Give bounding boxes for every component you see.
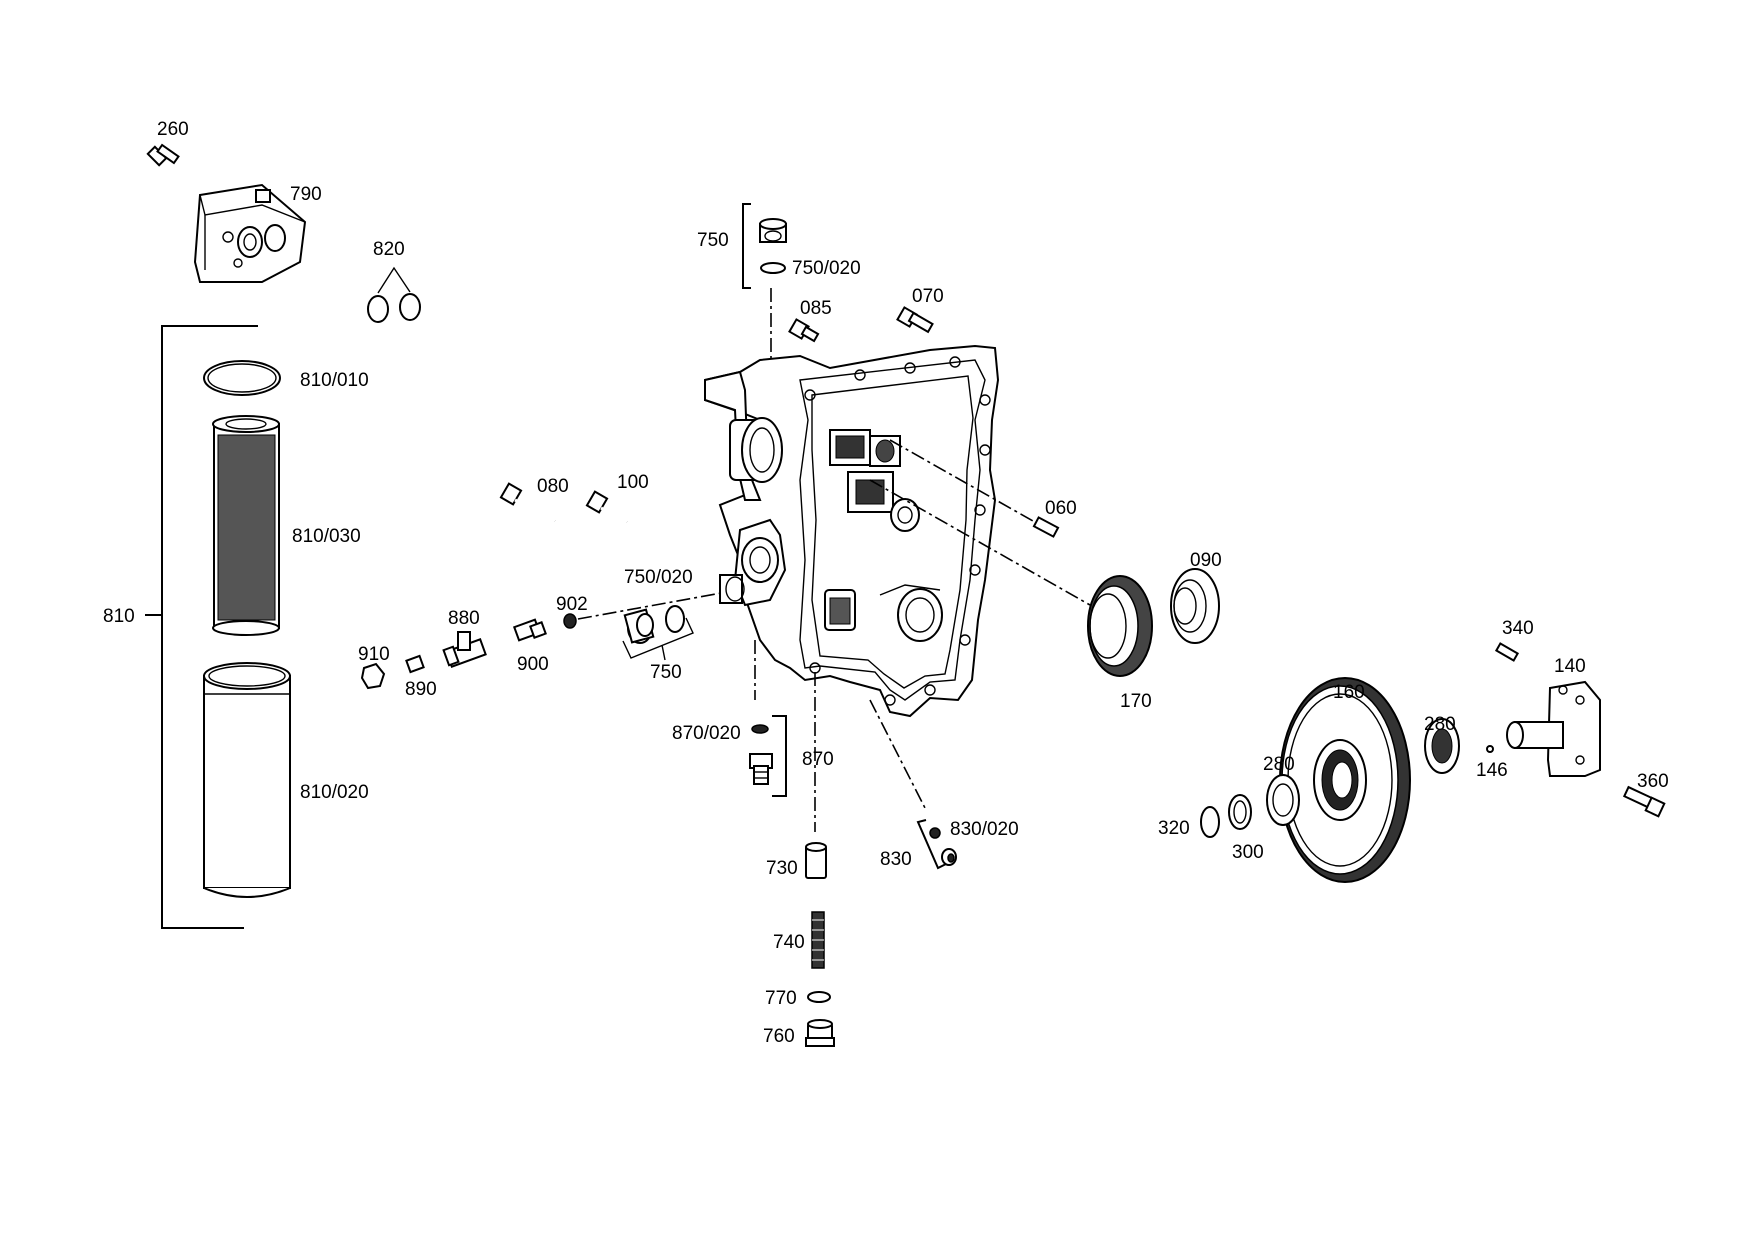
- label-790: 790: [290, 184, 322, 205]
- label-280-left: 280: [1263, 754, 1295, 775]
- label-770: 770: [765, 988, 797, 1009]
- gear-170: [1087, 575, 1153, 677]
- tee-fitting-880: [442, 631, 487, 668]
- label-760: 760: [763, 1026, 795, 1047]
- ring-902: [563, 613, 577, 629]
- bolt-080: [499, 482, 556, 523]
- bearing-090: [1170, 568, 1220, 644]
- pin-060: [1032, 516, 1060, 538]
- gear-160: [1279, 677, 1411, 883]
- label-750-top: 750: [697, 230, 729, 251]
- label-085: 085: [800, 298, 832, 319]
- bracket-810: [161, 325, 258, 929]
- label-170: 170: [1120, 691, 1152, 712]
- circlip-320: [1200, 806, 1220, 838]
- label-730: 730: [766, 858, 798, 879]
- label-740: 740: [773, 932, 805, 953]
- label-300: 300: [1232, 842, 1264, 863]
- label-880: 880: [448, 608, 480, 629]
- bearing-280-left: [1266, 774, 1300, 826]
- label-260: 260: [157, 119, 189, 140]
- label-910: 910: [358, 644, 390, 665]
- bolt-360: [1622, 785, 1666, 818]
- label-810-020: 810/020: [300, 782, 369, 803]
- seal-ring-810-010: [203, 360, 281, 396]
- shaft-140: [1506, 680, 1601, 777]
- filter-bowl-810-020: [203, 662, 291, 898]
- fitting-890: [405, 654, 425, 674]
- fitting-900: [512, 618, 547, 642]
- o-rings-820: [367, 266, 421, 323]
- plug-750-top: [759, 218, 787, 243]
- label-070: 070: [912, 286, 944, 307]
- piston-730: [805, 842, 827, 879]
- label-320: 320: [1158, 818, 1190, 839]
- housing: [704, 344, 1000, 718]
- plug-830: [941, 848, 957, 866]
- label-810-030: 810/030: [292, 526, 361, 547]
- bolt-260: [146, 143, 180, 167]
- label-146: 146: [1476, 760, 1508, 781]
- label-830: 830: [880, 849, 912, 870]
- plug-870: [749, 753, 773, 785]
- label-870-020: 870/020: [672, 723, 741, 744]
- ring-750-020-top: [760, 262, 786, 274]
- ring-300: [1228, 794, 1252, 830]
- nut-910: [360, 662, 386, 690]
- label-870: 870: [802, 749, 834, 770]
- ball-146: [1486, 745, 1494, 753]
- label-890: 890: [405, 679, 437, 700]
- label-902: 902: [556, 594, 588, 615]
- pin-340: [1494, 642, 1520, 662]
- label-060: 060: [1045, 498, 1077, 519]
- label-080: 080: [537, 476, 569, 497]
- label-360: 360: [1637, 771, 1669, 792]
- label-900: 900: [517, 654, 549, 675]
- label-750-mid: 750: [650, 662, 682, 683]
- label-140: 140: [1554, 656, 1586, 677]
- label-810: 810: [103, 606, 135, 627]
- bolt-070: [896, 306, 934, 334]
- label-750-020-mid: 750/020: [624, 567, 693, 588]
- label-830-020: 830/020: [950, 819, 1019, 840]
- bearing-280-right: [1424, 718, 1460, 774]
- filter-element-810-030: [212, 415, 280, 636]
- label-340: 340: [1502, 618, 1534, 639]
- ring-750-020-mid: [665, 605, 685, 633]
- label-100: 100: [617, 472, 649, 493]
- label-750-020-top: 750/020: [792, 258, 861, 279]
- bolt-100: [585, 490, 628, 524]
- label-810-010: 810/010: [300, 370, 369, 391]
- label-820: 820: [373, 239, 405, 260]
- o-ring-770: [807, 991, 831, 1003]
- bolt-085: [788, 318, 820, 343]
- label-090: 090: [1190, 550, 1222, 571]
- label-160: 160: [1333, 682, 1365, 703]
- ring-870-020: [751, 724, 769, 734]
- spring-740: [811, 911, 825, 969]
- plug-760: [805, 1019, 835, 1047]
- plug-750-mid: [623, 608, 655, 644]
- label-280-right: 280: [1424, 714, 1456, 735]
- ring-830-020: [929, 827, 941, 839]
- filter-head-790: [193, 183, 307, 283]
